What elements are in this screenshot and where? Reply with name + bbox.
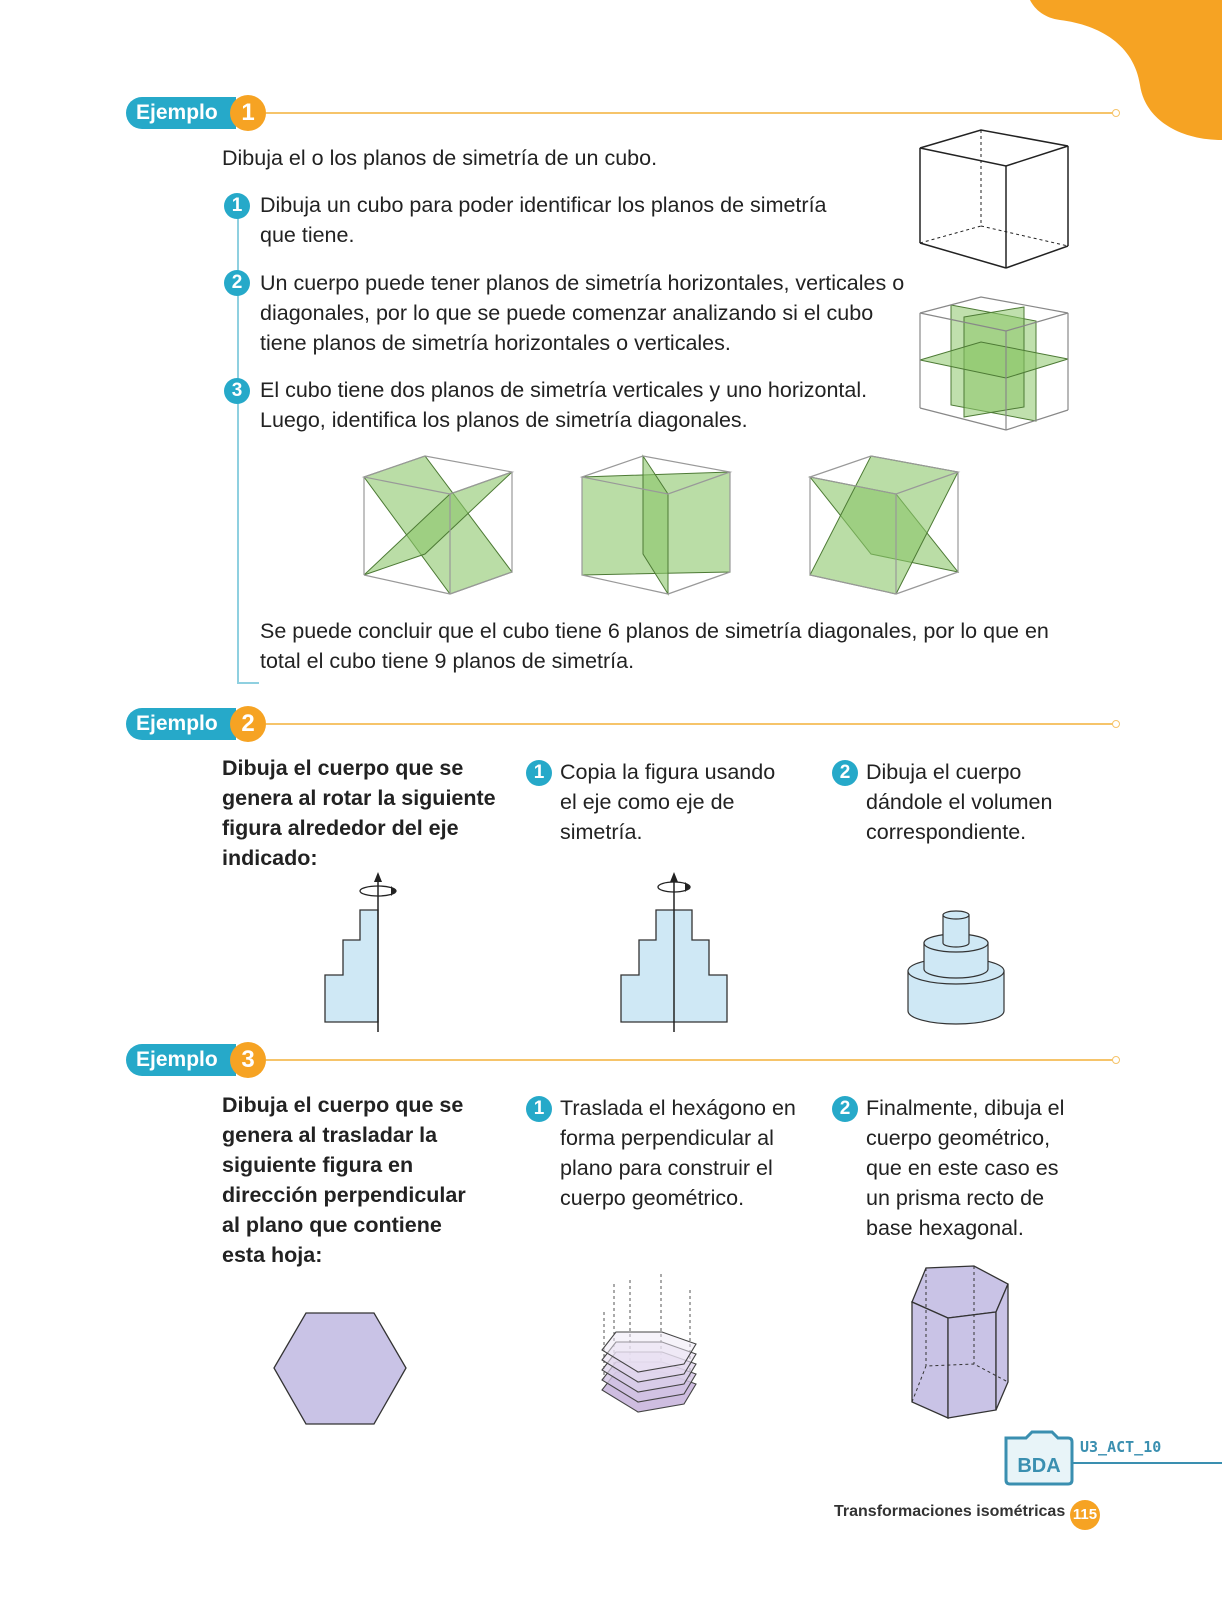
cube-diagonal-planes-figure-3 (807, 455, 961, 595)
header-rule-end (1112, 109, 1120, 117)
example-badge: Ejemplo (126, 708, 236, 740)
step-text: El cubo tiene dos planos de simetría ver… (260, 378, 868, 432)
cube-wireframe-figure (919, 129, 1069, 269)
example-number: 3 (230, 1042, 266, 1078)
corner-decoration (1030, 0, 1222, 140)
example-3-header: Ejemplo 3 (126, 1042, 1120, 1078)
cube-diagonal-planes-figure-1 (361, 455, 515, 595)
header-rule-end (1112, 720, 1120, 728)
header-rule-end (1112, 1056, 1120, 1064)
step-number: 1 (224, 193, 250, 219)
cube-diagonal-planes-figure-2 (579, 454, 733, 596)
stacked-cylinders-figure (907, 910, 1005, 1025)
hexagon-figure (273, 1312, 407, 1425)
step-text: Dibuja el cuerpo dándole el volumen corr… (866, 760, 1053, 844)
example-1-conclusion: Se puede concluir que el cubo tiene 6 pl… (260, 619, 1049, 673)
page-number: 115 (1070, 1500, 1100, 1530)
header-rule (266, 1059, 1116, 1061)
example-3-prompt: Dibuja el cuerpo que se genera al trasla… (222, 1093, 466, 1267)
section-title: Transformaciones isométricas (834, 1503, 1066, 1520)
cube-orthogonal-planes-figure (919, 296, 1069, 431)
step-text: Dibuja un cubo para poder identificar lo… (260, 193, 827, 247)
step-text: Traslada el hexágono en forma perpendicu… (560, 1096, 796, 1210)
example-1-title: Dibuja el o los planos de simetría de un… (222, 146, 658, 170)
steps-connector-foot (237, 682, 259, 684)
header-rule (266, 723, 1116, 725)
step-number: 2 (224, 270, 250, 296)
step-number: 1 (526, 1096, 552, 1122)
bda-label: BDA (1017, 1455, 1060, 1477)
example-1-header: Ejemplo 1 (126, 95, 1120, 131)
bda-underline (1072, 1462, 1222, 1464)
example-number: 1 (230, 95, 266, 131)
example-2-header: Ejemplo 2 (126, 706, 1120, 742)
example-badge: Ejemplo (126, 1044, 236, 1076)
bda-folder-icon[interactable]: BDA (1002, 1430, 1076, 1486)
steps-connector-line (237, 218, 239, 684)
step-number: 3 (224, 378, 250, 404)
bda-code[interactable]: U3_ACT_10 (1080, 1438, 1162, 1456)
hexagonal-prism-figure (911, 1265, 1009, 1420)
translated-hexagons-figure (601, 1274, 697, 1413)
step-text: Copia la figura usando el eje como eje d… (560, 760, 776, 844)
step-text: Finalmente, dibuja el cuerpo geométrico,… (866, 1096, 1065, 1240)
example-2-prompt: Dibuja el cuerpo que se genera al rotar … (222, 756, 496, 870)
step-number: 1 (526, 760, 552, 786)
half-profile-figure (324, 872, 397, 1032)
symmetric-profile-figure (620, 872, 728, 1032)
step-number: 2 (832, 1096, 858, 1122)
step-number: 2 (832, 760, 858, 786)
step-text: Un cuerpo puede tener planos de simetría… (260, 271, 905, 355)
header-rule (266, 112, 1116, 114)
example-badge: Ejemplo (126, 97, 236, 129)
example-number: 2 (230, 706, 266, 742)
